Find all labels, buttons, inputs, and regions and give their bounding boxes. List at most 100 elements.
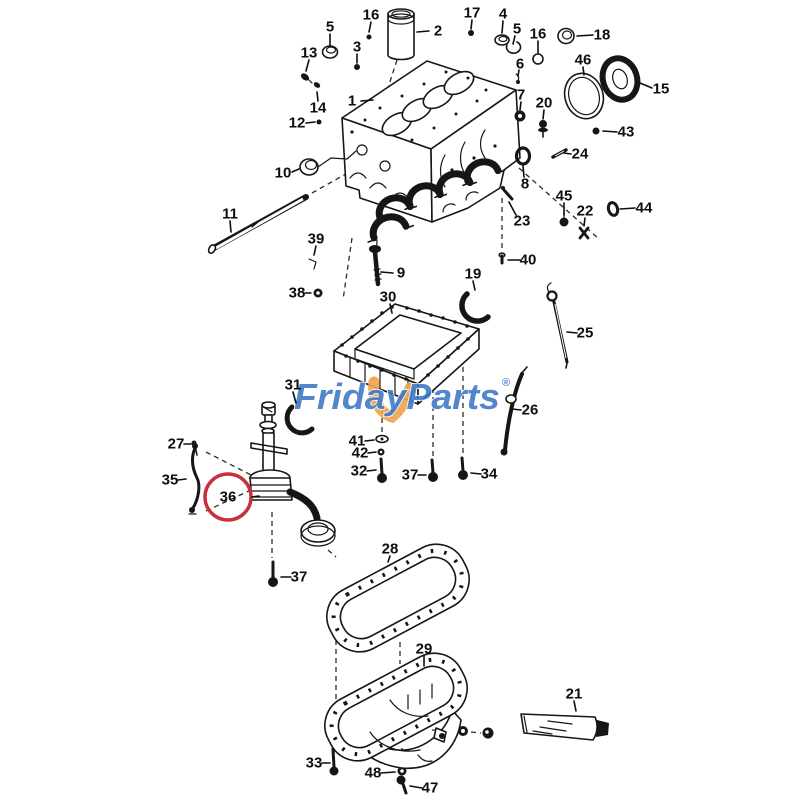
part-label-7: 7: [517, 87, 525, 104]
part-label-4: 4: [499, 6, 508, 23]
leader-line-15: [639, 82, 653, 89]
bolt-32-icon: [379, 457, 384, 476]
leader-line-18: [576, 34, 594, 37]
bolt-47-icon: [396, 775, 406, 785]
pin-23-icon: [502, 188, 514, 201]
part-label-30: 30: [380, 289, 397, 306]
leader-line-7: [519, 101, 522, 111]
leader-line-19: [472, 280, 476, 291]
part-label-20: 20: [536, 95, 553, 112]
plug-17-icon: [468, 30, 474, 36]
leader-line-20: [542, 109, 545, 120]
clip-39-icon: [308, 258, 317, 270]
leader-line-8: [522, 165, 525, 178]
leader-line-26: [511, 408, 522, 411]
leader-line-28: [387, 555, 391, 563]
part-label-18: 18: [594, 27, 611, 44]
cylinder-liner-art: [387, 8, 415, 61]
ring-16b-icon: [532, 53, 544, 65]
part-label-17: 17: [464, 5, 481, 22]
leader-line-21: [573, 700, 577, 712]
leader-line-4: [501, 20, 504, 34]
part-label-1: 1: [348, 93, 356, 110]
part-label-29: 29: [416, 641, 433, 658]
bolt-33-icon: [331, 747, 336, 769]
bearing-shell-19-art: [459, 291, 491, 324]
part-label-5: 5: [326, 19, 334, 36]
part-label-45: 45: [556, 188, 573, 205]
dipstick-tube-art: [500, 366, 528, 456]
part-label-41: 41: [349, 433, 366, 450]
bearing-shell-31-art: [284, 404, 315, 436]
part-label-16: 16: [530, 26, 547, 43]
bearing-8-icon: [514, 146, 532, 166]
leader-line-14: [316, 91, 319, 102]
part-label-21: 21: [566, 686, 583, 703]
part-label-15: 15: [653, 81, 670, 98]
leader-line-17: [470, 19, 473, 30]
leader-line-1: [360, 99, 374, 102]
part-label-34: 34: [481, 466, 498, 483]
frame-bolt-holes: [340, 305, 470, 381]
part-label-6: 6: [516, 56, 524, 73]
seal-15-icon: [599, 55, 641, 103]
part-label-2: 2: [434, 23, 442, 40]
leader-line-35: [177, 478, 187, 481]
leader-line-9: [380, 271, 394, 274]
leader-line-23: [508, 201, 517, 216]
part-label-43: 43: [618, 124, 635, 141]
leader-line-25: [566, 331, 578, 334]
part-label-5: 5: [513, 21, 521, 38]
part-label-37: 37: [402, 467, 419, 484]
oil-gallery-rod-art: [207, 194, 309, 255]
leader-line-6: [517, 69, 520, 77]
plug-43-icon: [592, 127, 600, 135]
part-label-44: 44: [636, 200, 653, 217]
leader-line-2: [416, 30, 430, 33]
leader-line-39: [313, 245, 317, 256]
oil-pan-gasket-art: [326, 543, 470, 653]
leader-line-30: [389, 303, 393, 314]
sealant-tube-art: [520, 713, 609, 741]
leader-line-24: [563, 152, 572, 155]
part-label-10: 10: [275, 165, 292, 182]
leader-line-11: [229, 220, 232, 233]
leader-line-47: [409, 785, 423, 789]
part-label-39: 39: [308, 231, 325, 248]
leader-line-22: [583, 217, 586, 227]
bolt-9-art: [369, 245, 382, 287]
leader-line-44: [619, 207, 636, 210]
block-edge-line: [317, 150, 357, 168]
part-label-8: 8: [521, 176, 529, 193]
part-label-16: 16: [363, 7, 380, 24]
plug-16a-icon: [366, 34, 372, 40]
bolt-20-icon: [539, 120, 547, 128]
part-label-46: 46: [575, 52, 592, 69]
part-label-9: 9: [397, 265, 405, 282]
ball-12-icon: [316, 119, 322, 125]
half-ring-5b-icon: [505, 41, 522, 54]
leader-line-41: [364, 439, 375, 442]
watermark-swoosh: [368, 376, 416, 424]
part-label-19: 19: [465, 266, 482, 283]
part-label-28: 28: [382, 541, 399, 558]
cup-plug-4-icon: [494, 34, 510, 46]
watermark-registered: ®: [502, 377, 510, 389]
part-label-22: 22: [577, 203, 594, 220]
part-label-42: 42: [352, 445, 369, 462]
block-face-detail: [349, 129, 497, 213]
leader-line-43: [602, 130, 618, 133]
leader-line-31: [292, 391, 297, 404]
hardware-art: [188, 27, 641, 795]
bolt-34-icon: [460, 456, 465, 473]
part-label-11: 11: [222, 206, 238, 223]
leader-line-16: [368, 21, 372, 33]
plug-10-icon: [299, 158, 319, 176]
part-label-3: 3: [353, 39, 361, 56]
part-label-35: 35: [162, 472, 179, 489]
part-label-38: 38: [289, 285, 306, 302]
bolt-37b-icon: [430, 458, 435, 475]
